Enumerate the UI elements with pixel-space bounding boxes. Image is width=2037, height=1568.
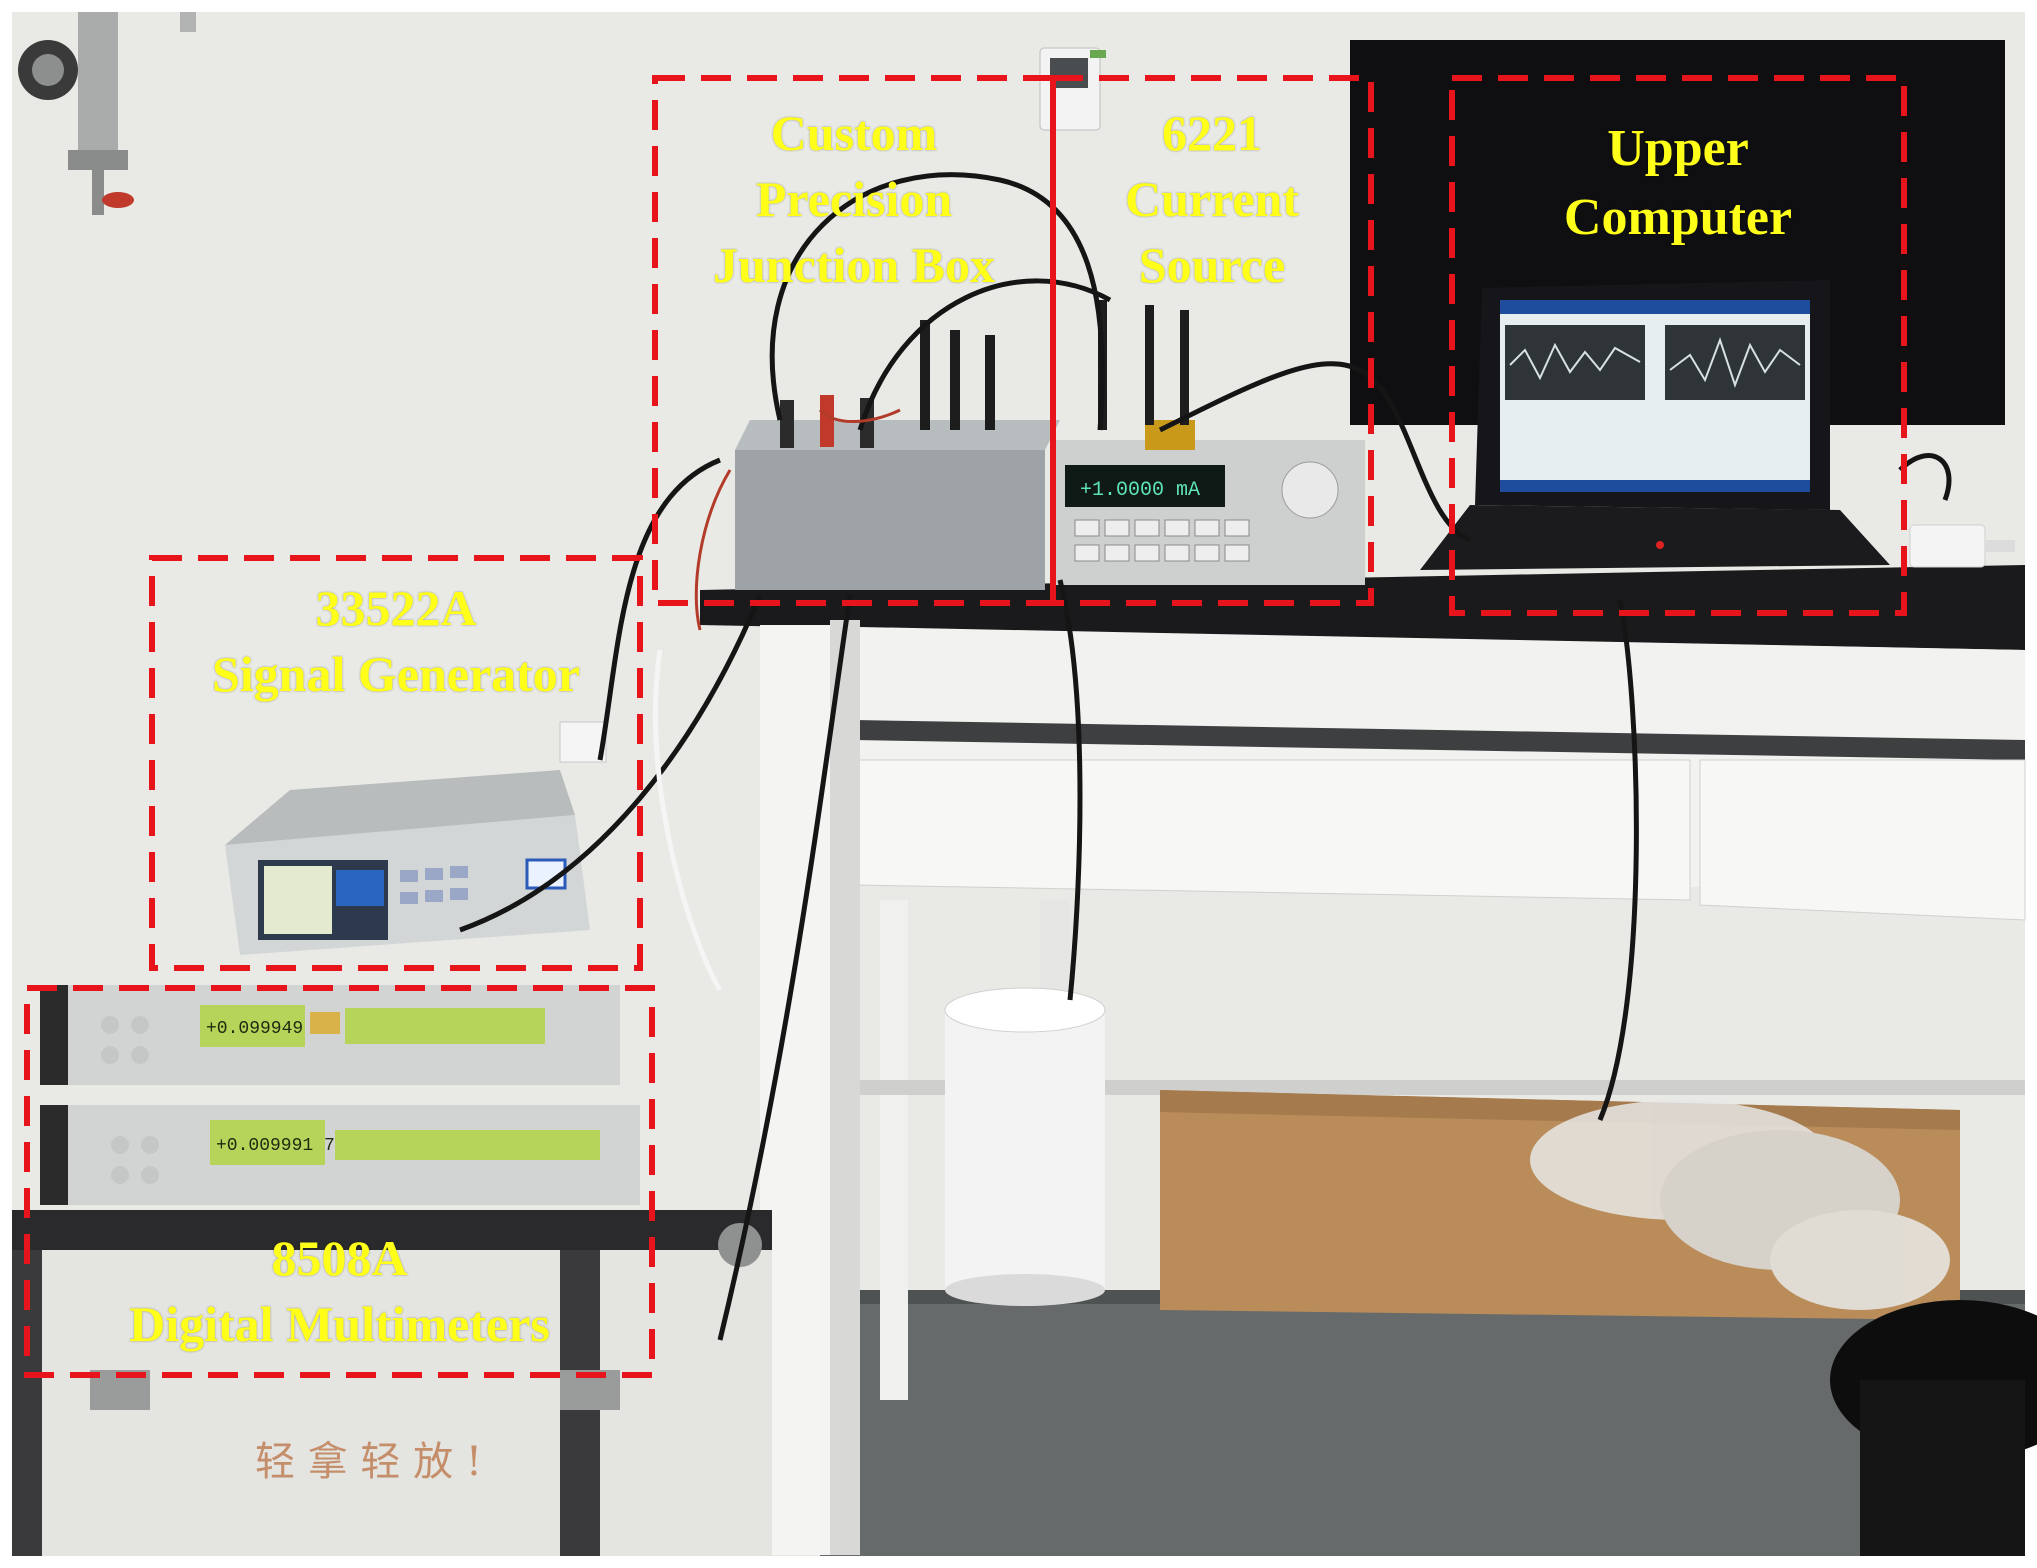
- current-source-readout: +1.0000 mA: [1080, 479, 1200, 502]
- label-current-source-line2: Current: [1124, 171, 1300, 227]
- laptop-icon: [1420, 280, 1890, 570]
- label-signal-generator: 33522A Signal Generator: [152, 575, 640, 707]
- gas-regulator: [18, 12, 196, 215]
- handwritten-note: 轻 拿 轻 放 !: [255, 1439, 482, 1485]
- bubble-wrap: [1530, 1100, 1950, 1310]
- label-signal-generator-line2: Signal Generator: [211, 646, 581, 702]
- annotation-boxes: [24, 75, 1907, 1378]
- floor: [820, 1290, 2025, 1556]
- box-upper-computer: [1449, 75, 1907, 616]
- label-signal-generator-line1: 33522A: [315, 580, 477, 636]
- box-signal-generator: [149, 555, 643, 971]
- label-junction-box-line2: Precision: [755, 171, 953, 227]
- junction-box: [735, 320, 1060, 590]
- label-current-source: 6221 Current Source: [1053, 100, 1371, 298]
- label-junction-box: Custom Precision Junction Box: [655, 100, 1053, 298]
- label-upper-computer-line2: Computer: [1563, 188, 1793, 246]
- box-current-source: [1050, 75, 1374, 606]
- label-current-source-line1: 6221: [1162, 105, 1262, 161]
- label-current-source-line3: Source: [1138, 237, 1286, 293]
- multimeter-8508A-top: +0.099949 4: [40, 985, 620, 1085]
- white-cylinder: [944, 987, 1106, 1306]
- label-multimeters: 8508A Digital Multimeters: [27, 1225, 652, 1357]
- label-junction-box-line3: Junction Box: [712, 237, 995, 293]
- label-junction-box-line1: Custom: [770, 105, 938, 161]
- dmm-top-readout: +0.099949 4: [206, 1019, 325, 1039]
- label-multimeters-line2: Digital Multimeters: [129, 1296, 550, 1352]
- white-cable: [652, 649, 723, 992]
- label-multimeters-line1: 8508A: [271, 1230, 408, 1286]
- cables: [459, 172, 1952, 1341]
- box-junction-box: [652, 75, 1056, 606]
- multimeter-8508A-bottom: +0.009991 7: [40, 1105, 640, 1205]
- label-upper-computer-line1: Upper: [1607, 120, 1749, 177]
- red-cables: [694, 408, 901, 631]
- power-brick-icon: [1909, 524, 2015, 568]
- signal-generator-33522A: [225, 770, 590, 955]
- stool-icon: [1830, 1300, 2037, 1556]
- dmm-bottom-readout: +0.009991 7: [216, 1136, 335, 1156]
- label-upper-computer: Upper Computer: [1452, 115, 1904, 252]
